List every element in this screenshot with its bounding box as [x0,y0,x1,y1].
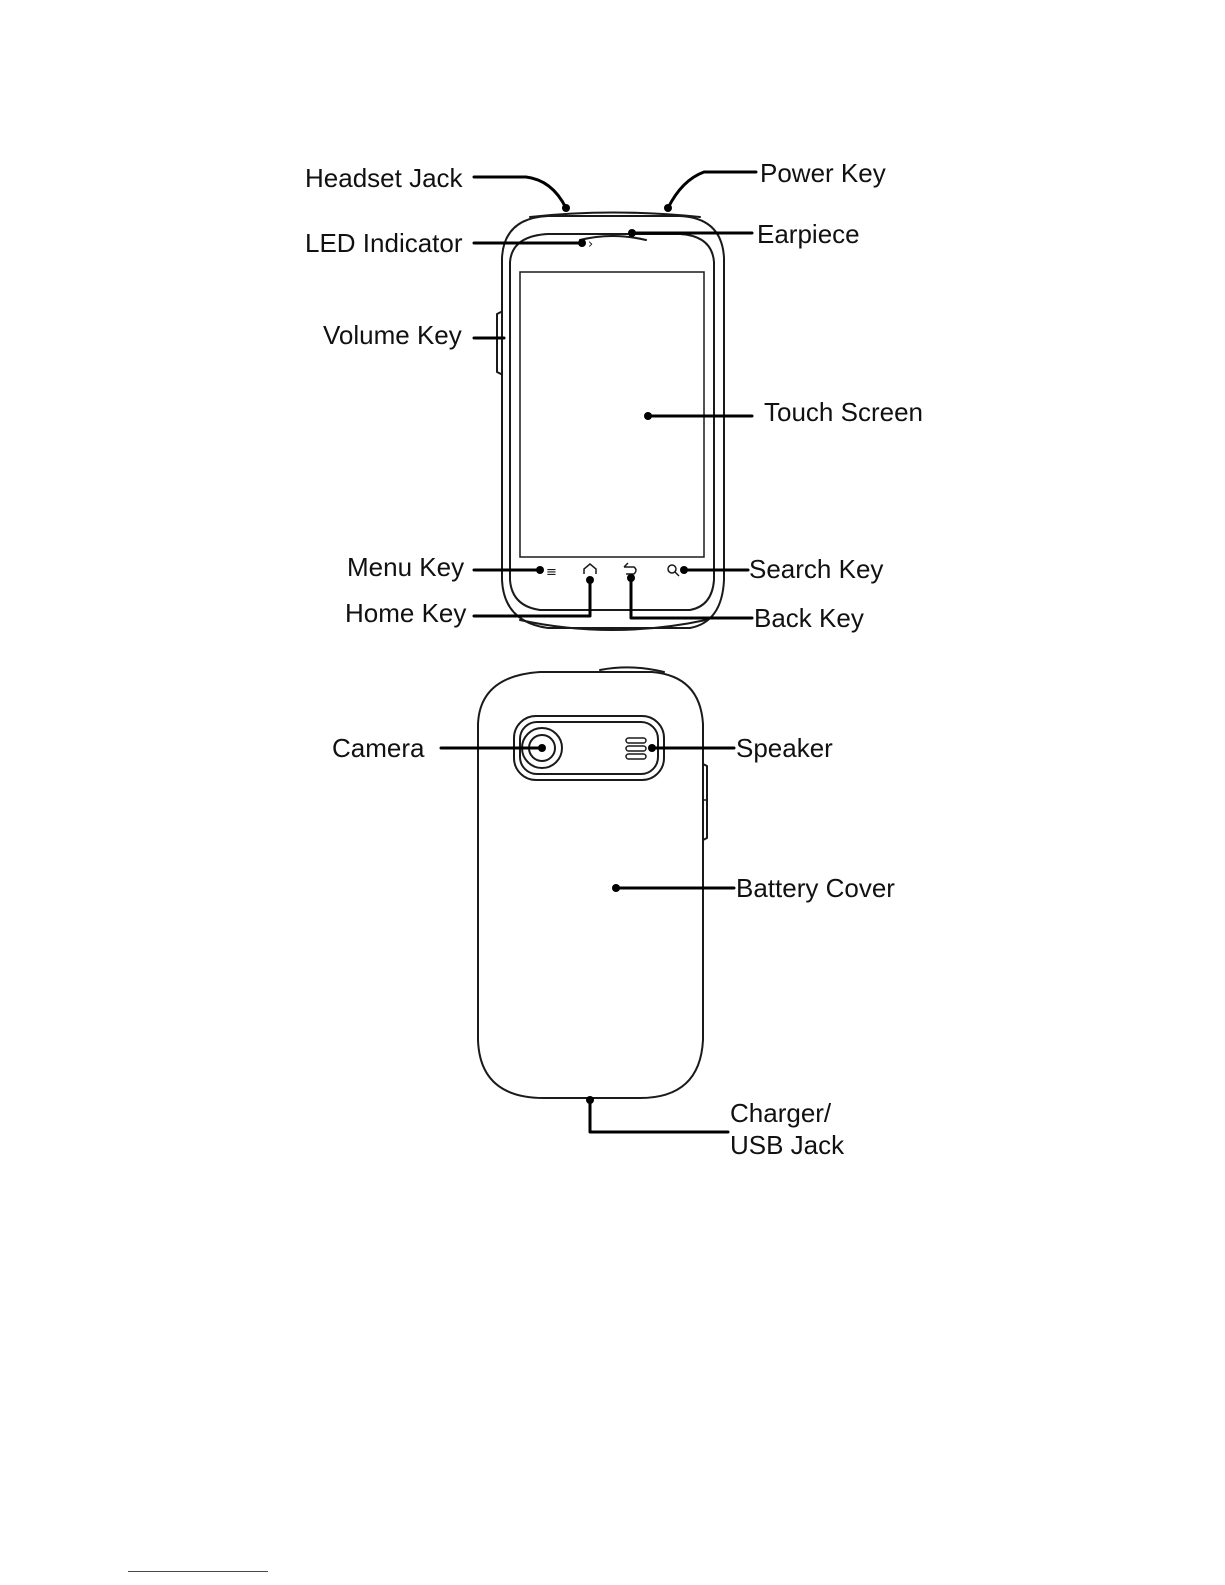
speaker-grille-icon [626,738,646,759]
back-arrow-icon [624,563,636,574]
label-usb-jack: USB Jack [730,1130,845,1160]
menu-lines-icon: ≡ [546,565,557,580]
volume-key-bump [497,312,501,374]
phone-back-view [478,667,707,1098]
label-menu-key: Menu Key [347,552,464,582]
label-search-key: Search Key [749,554,883,584]
phone-front-bezel [510,234,714,610]
label-camera: Camera [332,733,425,763]
back-leader-lines [441,744,734,1132]
magnifier-icon [668,565,679,576]
label-home-key: Home Key [345,598,466,628]
label-speaker: Speaker [736,733,833,763]
label-power-key: Power Key [760,158,886,188]
battery-cover-body [478,672,703,1098]
label-earpiece: Earpiece [757,219,860,249]
phone-front-body [502,216,724,628]
house-icon [584,564,596,574]
label-touch-screen: Touch Screen [764,397,923,427]
label-battery-cover: Battery Cover [736,873,895,903]
footer-rule [128,1571,268,1572]
phone-front-view: › ≡ [497,213,724,631]
led-icon: › [588,237,593,252]
label-led-indicator: LED Indicator [305,228,463,258]
label-headset-jack: Headset Jack [305,163,464,193]
label-volume-key: Volume Key [323,320,462,350]
label-back-key: Back Key [754,603,864,633]
label-charger: Charger/ [730,1098,832,1128]
